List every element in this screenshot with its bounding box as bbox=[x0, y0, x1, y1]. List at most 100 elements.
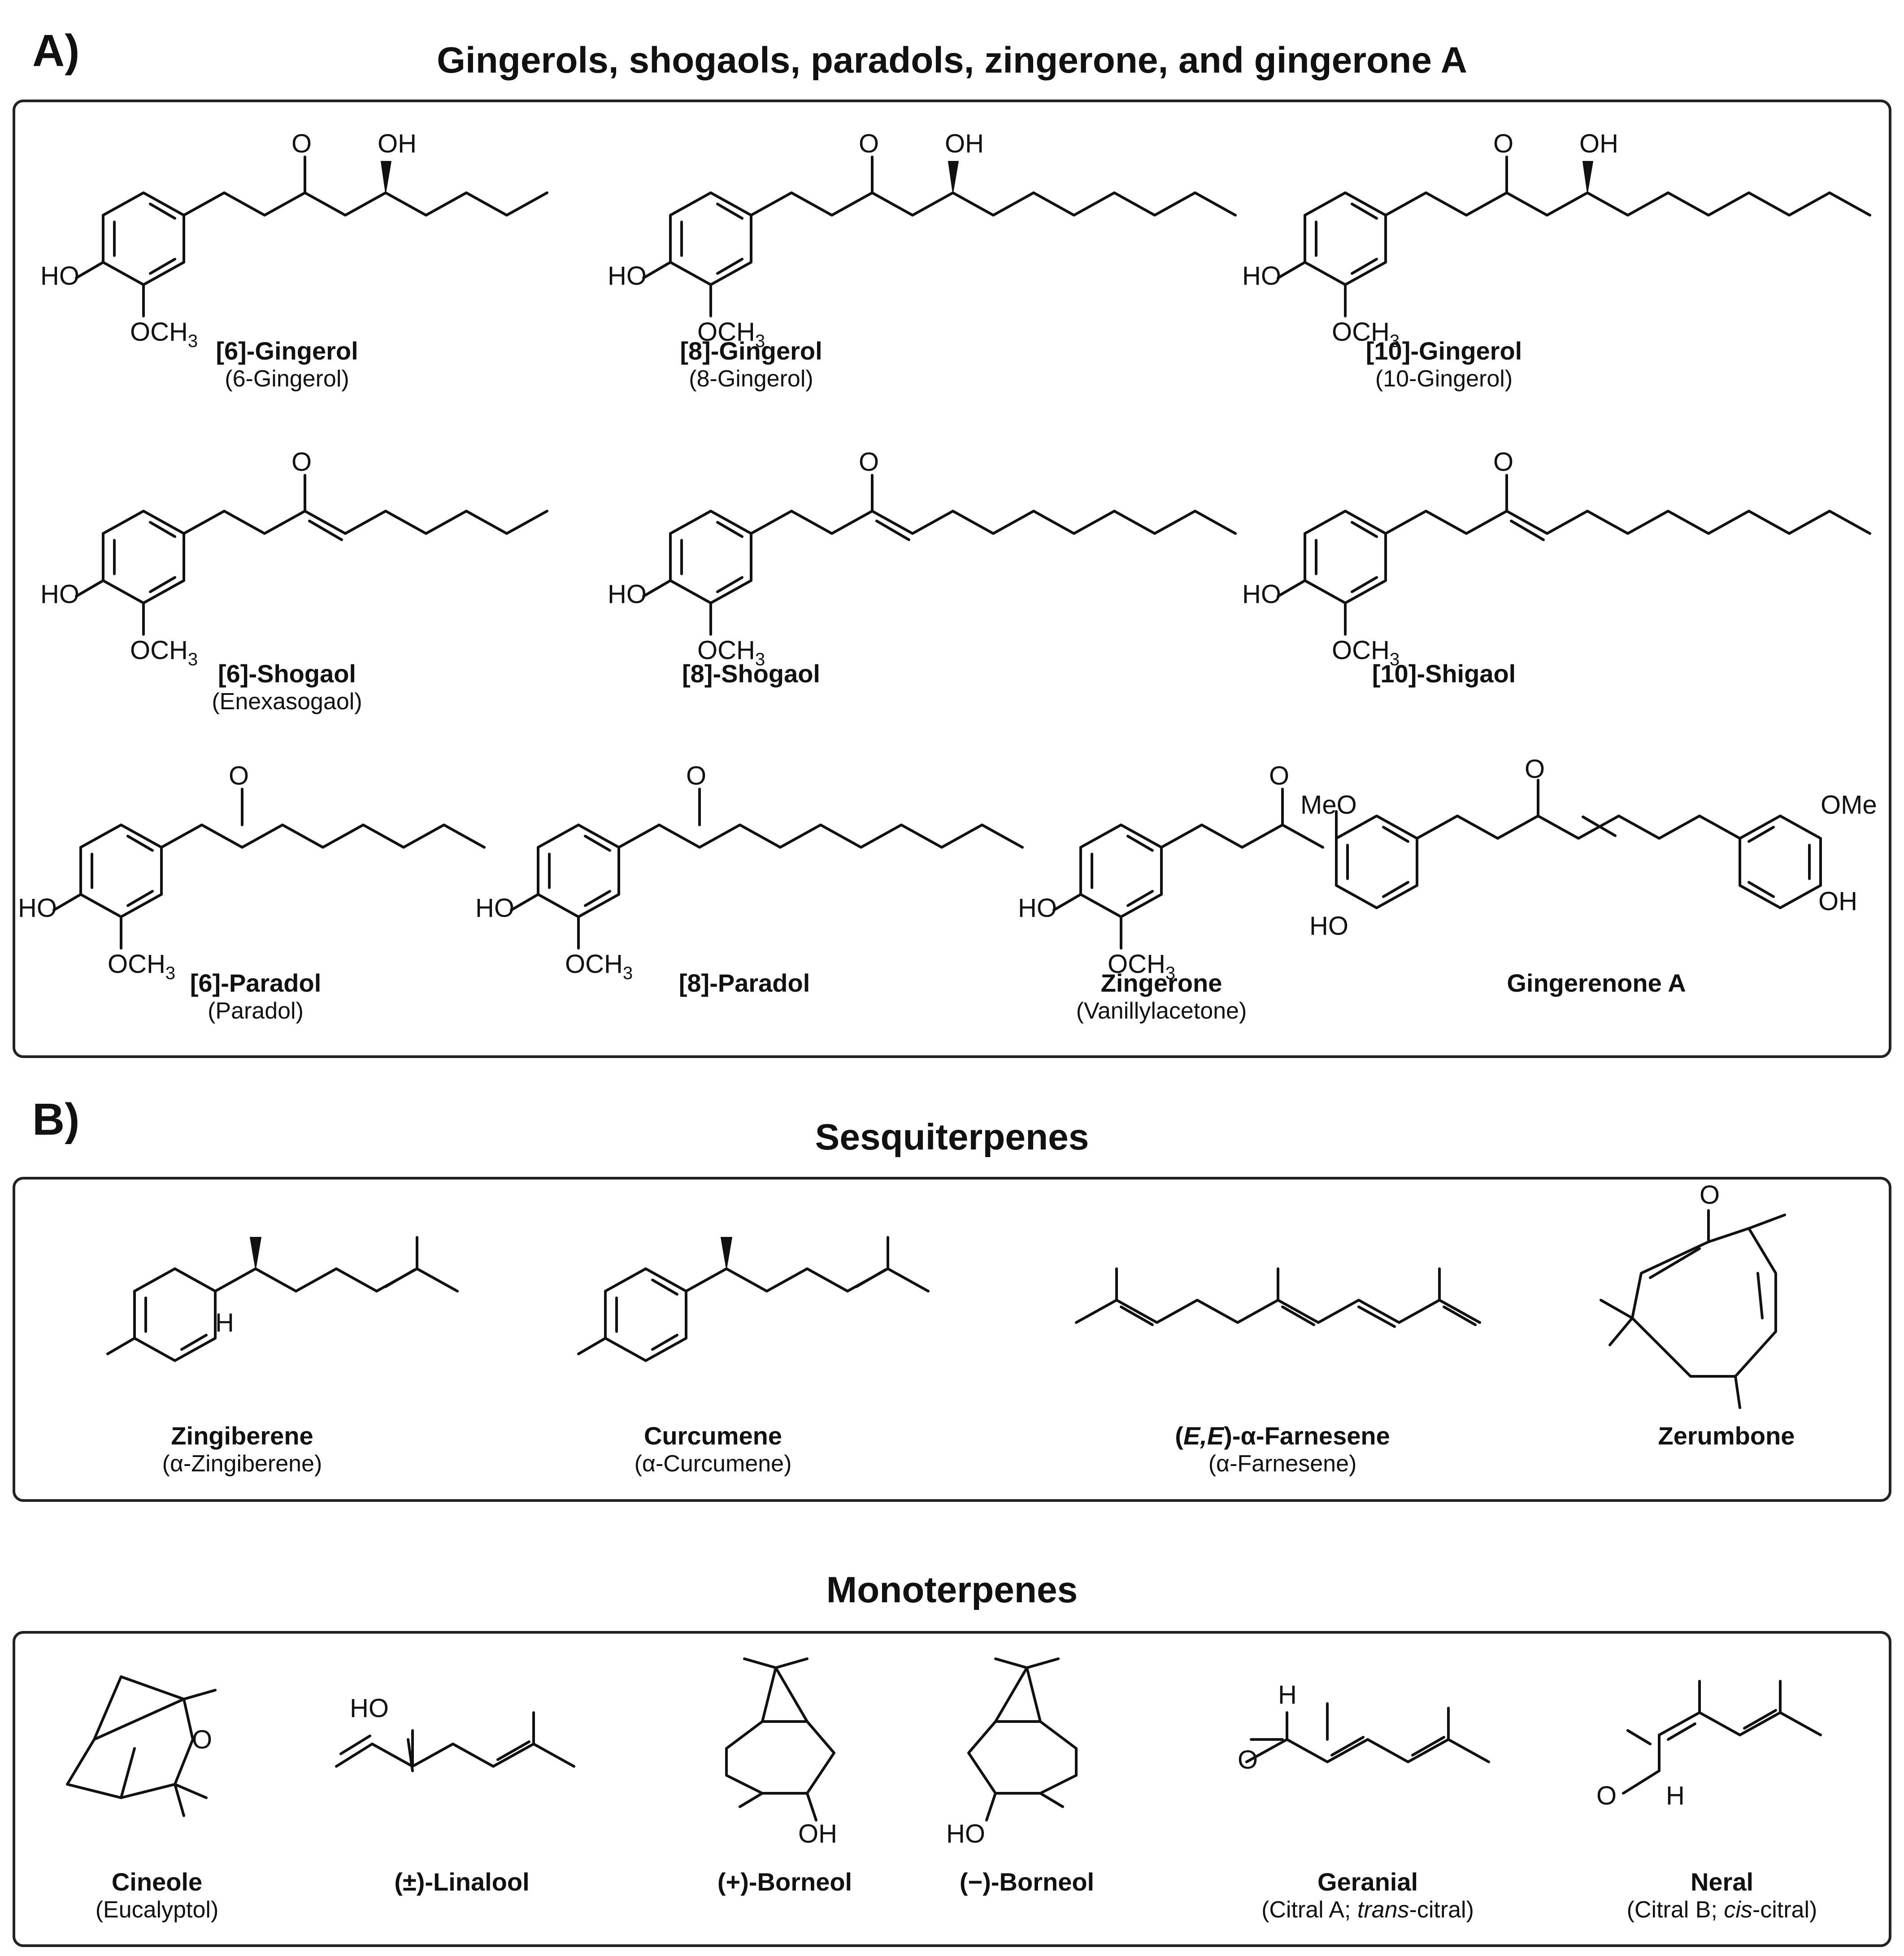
structure-cineole: O Cineole (Eucalyptol) bbox=[40, 1650, 274, 1937]
compound-alt-name: (α-Curcumene) bbox=[634, 1451, 792, 1477]
structure-8-gingerol: O OH HO OCH3 [8]-Gingerol (8-Gingerol) bbox=[608, 129, 1237, 408]
compound-name: [10]-Shigaol bbox=[1372, 659, 1516, 688]
compound-name: Curcumene bbox=[643, 1422, 782, 1450]
compound-name: Zerumbone bbox=[1658, 1422, 1795, 1450]
hydroxyl-label: OH bbox=[378, 129, 417, 158]
aldehyde-h-label: H bbox=[1666, 1781, 1685, 1810]
structure-linalool: HO (±)-Linalool bbox=[323, 1650, 601, 1937]
carbonyl-o-label: O bbox=[291, 447, 312, 477]
carbonyl-o-label: O bbox=[229, 761, 249, 790]
structure-zerumbone: O Zerumbone bbox=[1587, 1180, 1865, 1488]
zerumbone-structure: O bbox=[1600, 1180, 1786, 1409]
zingerone-structure: O HO OCH3 bbox=[1018, 761, 1324, 983]
aldehyde-o-label: O bbox=[1596, 1781, 1617, 1810]
compound-alt-name: (6-Gingerol) bbox=[225, 366, 349, 392]
compound-name: [6]-Paradol bbox=[190, 969, 322, 997]
aldehyde-h-label: H bbox=[1278, 1680, 1297, 1709]
phenol-label: HO bbox=[1018, 893, 1057, 923]
structure-8-paradol: O HO OCH3 [8]-Paradol bbox=[475, 761, 1024, 1040]
carbonyl-o-label: O bbox=[1700, 1180, 1720, 1210]
panel-a-title: Gingerols, shogaols, paradols, zingerone… bbox=[437, 40, 1467, 81]
aldehyde-o-label: O bbox=[1238, 1745, 1258, 1774]
gingerenone-a-structure: MeO HO OMe OH O bbox=[1300, 755, 1877, 941]
compound-name: Zingiberene bbox=[171, 1422, 313, 1450]
phenol-label: HO bbox=[1242, 261, 1281, 291]
carbonyl-o-label: O bbox=[291, 129, 312, 158]
carbonyl-o-label: O bbox=[1493, 129, 1513, 158]
compound-name: Neral bbox=[1690, 1868, 1754, 1896]
phenol-label: HO bbox=[608, 580, 647, 609]
compound-name: Geranial bbox=[1317, 1868, 1418, 1896]
structure-farnesene: (E,E)-α-Farnesene (α-Farnesene) bbox=[1058, 1201, 1507, 1488]
linalool-structure: HO bbox=[335, 1694, 575, 1772]
compound-name: [6]-Shogaol bbox=[218, 659, 356, 688]
compound-alt-name: (10-Gingerol) bbox=[1375, 366, 1513, 392]
phenol-label: HO bbox=[475, 893, 514, 923]
structure-neral: O H Neral (Citral B; cis-citral) bbox=[1569, 1650, 1874, 1937]
compound-name: Cineole bbox=[111, 1868, 203, 1896]
compound-name: Gingerenone A bbox=[1507, 969, 1686, 997]
methoxy-label: OCH3 bbox=[1332, 317, 1400, 351]
methoxy-label: OCH3 bbox=[1108, 950, 1175, 983]
compound-name: [8]-Shogaol bbox=[682, 659, 820, 688]
carbonyl-o-label: O bbox=[859, 129, 879, 158]
compound-alt-name: (Citral B; cis-citral) bbox=[1626, 1897, 1817, 1923]
sesquiterpenes-frame bbox=[13, 1177, 1891, 1502]
structure-geranial: O H Geranial (Citral A; trans-citral) bbox=[1211, 1650, 1525, 1937]
structure-curcumene: Curcumene (α-Curcumene) bbox=[552, 1201, 955, 1488]
structure-10-gingerol: O OH HO OCH3 [10]-Gingerol (10-Gingerol) bbox=[1242, 129, 1871, 408]
phenol-label: HO bbox=[40, 261, 79, 291]
structure-gingerenone-a: MeO HO OMe OH O Gingerenone A bbox=[1300, 755, 1883, 1040]
hydroxyl-label: HO bbox=[946, 1819, 985, 1848]
sesquiterpenes-title: Sesquiterpenes bbox=[815, 1117, 1089, 1158]
structure-plus-borneol: OH (+)-Borneol bbox=[673, 1650, 897, 1937]
methoxy-label: OCH3 bbox=[130, 636, 198, 669]
phenol-label: HO bbox=[1242, 580, 1281, 609]
compound-name: [10]-Gingerol bbox=[1365, 337, 1522, 365]
cineole-structure: O bbox=[66, 1675, 217, 1817]
compound-name: (E,E)-α-Farnesene bbox=[1175, 1422, 1390, 1450]
phenol-right-label: OH bbox=[1818, 887, 1857, 916]
monoterpenes-title: Monoterpenes bbox=[826, 1570, 1078, 1610]
hydrogen-label: H bbox=[215, 1308, 234, 1337]
ether-o-label: O bbox=[192, 1725, 212, 1754]
panel-a-frame bbox=[13, 100, 1891, 1058]
8-paradol-structure: O HO OCH3 bbox=[475, 761, 1024, 983]
methoxy-label: OCH3 bbox=[565, 950, 633, 983]
compound-name: (−)-Borneol bbox=[959, 1868, 1095, 1896]
hydroxyl-label: OH bbox=[945, 129, 984, 158]
carbonyl-o-label: O bbox=[859, 447, 879, 477]
carbonyl-o-label: O bbox=[1493, 447, 1513, 477]
plus-borneol-structure: OH bbox=[725, 1657, 837, 1848]
compound-alt-name: (Vanillylacetone) bbox=[1076, 998, 1247, 1024]
carbonyl-o-label: O bbox=[1525, 755, 1545, 784]
phenol-label: HO bbox=[608, 261, 647, 291]
methoxy-label: OCH3 bbox=[1332, 636, 1400, 669]
methoxy-right-label: OMe bbox=[1821, 790, 1877, 820]
hydroxyl-label: OH bbox=[1579, 129, 1618, 158]
farnesene-structure bbox=[1075, 1267, 1481, 1328]
compound-name: [8]-Gingerol bbox=[680, 337, 822, 365]
compound-name: Zingerone bbox=[1100, 969, 1222, 997]
monoterpenes-frame bbox=[13, 1631, 1891, 1947]
carbonyl-o-label: O bbox=[1269, 761, 1289, 790]
compound-alt-name: (8-Gingerol) bbox=[689, 366, 813, 392]
methoxy-label: OCH3 bbox=[130, 317, 198, 351]
phenol-label: HO bbox=[18, 893, 57, 923]
minus-borneol-structure: HO bbox=[946, 1657, 1078, 1848]
structure-zingiberene: H Zingiberene (α-Zingiberene) bbox=[81, 1201, 484, 1488]
structure-zingerone: O HO OCH3 Zingerone (Vanillylacetone) bbox=[1018, 761, 1324, 1040]
compound-alt-name: (Citral A; trans-citral) bbox=[1261, 1897, 1474, 1923]
phenol-left-label: HO bbox=[1309, 911, 1348, 941]
10-shogaol-structure: O HO OCH3 bbox=[1242, 447, 1871, 669]
methoxy-label: OCH3 bbox=[697, 317, 765, 351]
zingiberene-structure: H bbox=[106, 1236, 459, 1362]
compound-alt-name: (α-Farnesene) bbox=[1208, 1451, 1357, 1477]
structure-8-shogaol: O HO OCH3 [8]-Shogaol bbox=[608, 447, 1237, 726]
compound-alt-name: (Enexasogaol) bbox=[212, 689, 362, 715]
8-gingerol-structure: O OH HO OCH3 bbox=[608, 129, 1237, 351]
compound-name: (+)-Borneol bbox=[717, 1868, 852, 1896]
carbonyl-o-label: O bbox=[686, 761, 706, 790]
compound-name: [8]-Paradol bbox=[678, 969, 810, 997]
hydroxyl-label: HO bbox=[350, 1694, 389, 1723]
